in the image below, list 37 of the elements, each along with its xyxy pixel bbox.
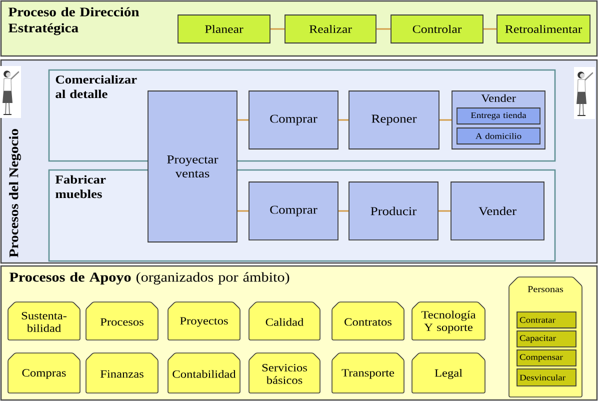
area-tile: Finanzas bbox=[86, 352, 158, 394]
process-box: Controlar bbox=[390, 14, 484, 44]
process-box: Planear bbox=[178, 14, 270, 44]
area-tile: Compras bbox=[8, 352, 80, 394]
area-tile: Tecnología Y soporte bbox=[412, 302, 486, 340]
process-box: Comprar bbox=[248, 182, 338, 240]
subprocess-box: Entrega tienda bbox=[456, 108, 540, 124]
process-box: Vender bbox=[450, 182, 544, 240]
process-box: Comprar bbox=[248, 90, 338, 150]
connector-line bbox=[270, 28, 285, 30]
process-box: Reponer bbox=[348, 90, 440, 150]
task-box: Compensar bbox=[516, 350, 576, 366]
area-tile: Procesos bbox=[86, 302, 158, 340]
process-box: Realizar bbox=[284, 14, 376, 44]
area-tile: Legal bbox=[412, 352, 486, 394]
connector-line bbox=[438, 210, 451, 212]
area-tile: Contratos bbox=[332, 302, 404, 340]
process-box: Producir bbox=[348, 182, 438, 240]
area-tile: Servicios básicos bbox=[248, 352, 320, 394]
task-box: Desvincular bbox=[516, 368, 576, 386]
connector-line bbox=[439, 119, 452, 121]
connector-line bbox=[338, 119, 349, 121]
task-box: Contratar bbox=[516, 312, 576, 328]
area-tile: Calidad bbox=[248, 302, 320, 340]
connector-line bbox=[237, 119, 249, 121]
area-tile: Sustenta- bilidad bbox=[8, 302, 80, 340]
process-box: Proyectar ventas bbox=[148, 90, 238, 242]
area-tile: Transporte bbox=[332, 352, 404, 394]
area-tile: Proyectos bbox=[168, 302, 240, 340]
connector-line bbox=[338, 210, 349, 212]
area-tile: Contabilidad bbox=[168, 352, 240, 394]
subprocess-box: A domicilio bbox=[456, 128, 540, 144]
connector-line bbox=[237, 210, 249, 212]
connector-line bbox=[483, 28, 497, 30]
process-box: Retroalimentar bbox=[496, 14, 590, 44]
connector-line bbox=[376, 28, 391, 30]
task-box: Capacitar bbox=[516, 330, 576, 348]
